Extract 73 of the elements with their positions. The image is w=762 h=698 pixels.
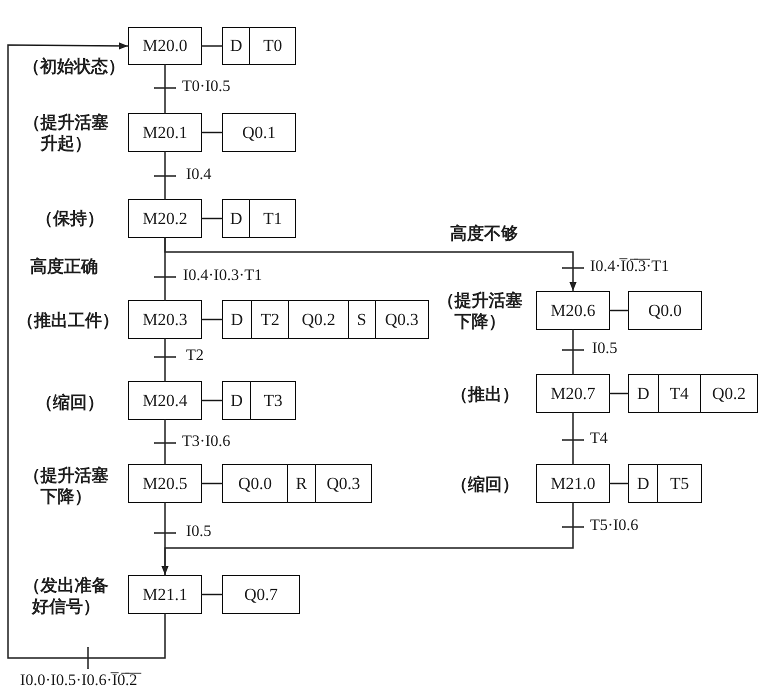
transition-line [562,330,584,374]
action-box [222,113,296,152]
transition-line [7,42,166,669]
action-cell: T2 [250,301,288,338]
action-box [628,291,702,330]
step-box: M20.2 [128,199,202,238]
connector-line [202,45,222,47]
action-box [222,27,296,65]
action-cell-text: Q0.0 [647,300,683,322]
action-cell: T4 [658,375,700,412]
action-box [222,199,296,238]
connector-line [202,318,222,320]
action-cell: Q0.3 [374,301,428,338]
step-box: M20.3 [128,300,202,339]
action-box [628,374,758,413]
action-cell-text: D [230,308,244,330]
action-cell-text: D [229,390,244,412]
step-box: M20.7 [536,374,610,413]
action-cell: R [287,465,315,502]
transition-line [154,339,176,381]
step-box: M20.1 [128,113,202,152]
connector-line [610,482,628,484]
action-cell: Q0.2 [700,375,757,412]
action-cell-text: D [636,382,650,404]
step-note: （缩回） [450,474,520,495]
action-cell: S [348,301,375,338]
action-cell: T1 [249,200,295,237]
action-cell-text: D [228,208,244,230]
transition-line [161,503,584,575]
step-note: （提升活塞下降） [436,290,524,332]
transition-line [154,65,176,113]
step-note: （推出工件） [16,310,120,331]
action-cell-text: Q0.1 [241,122,277,144]
step-box: M20.4 [128,381,202,420]
action-cell: T0 [249,28,295,64]
step-box: M20.6 [536,291,610,330]
connector-line [610,310,628,312]
action-cell-text: D [636,472,650,494]
step-note: （推出） [450,384,520,405]
action-cell-text: D [228,35,244,57]
action-cell: Q0.2 [288,301,348,338]
transition-line [562,413,584,464]
action-box [222,381,296,420]
step-box: M21.0 [536,464,610,503]
action-cell: T3 [250,382,295,419]
branch-note: 高度不够 [450,223,518,245]
step-box: M21.1 [128,575,202,614]
connector-line [610,392,628,394]
action-box [628,464,702,503]
action-box [222,464,372,503]
transition-line [154,420,176,464]
step-note: （缩回） [35,392,105,413]
connector-line [202,482,222,484]
step-note: （提升活塞下降） [22,465,110,507]
step-note: （发出准备好信号） [22,575,110,617]
step-box: M20.0 [128,27,202,65]
transition-line [164,238,584,291]
action-cell: Q0.3 [314,465,372,502]
step-box: M20.5 [128,464,202,503]
action-box [222,300,429,339]
action-cell: T5 [657,465,701,502]
action-cell-text: Q0.7 [243,584,279,606]
step-note: （提升活塞升起） [22,112,110,154]
action-box [222,575,300,614]
action-cell-text: Q0.0 [237,472,273,494]
connector-line [202,594,222,596]
step-note: （保持） [35,208,105,229]
connector-line [202,132,222,134]
branch-note: 高度正确 [30,256,98,278]
connector-line [202,218,222,220]
transition-line [154,152,176,199]
connector-line [202,400,222,402]
step-note: （初始状态） [22,56,126,77]
